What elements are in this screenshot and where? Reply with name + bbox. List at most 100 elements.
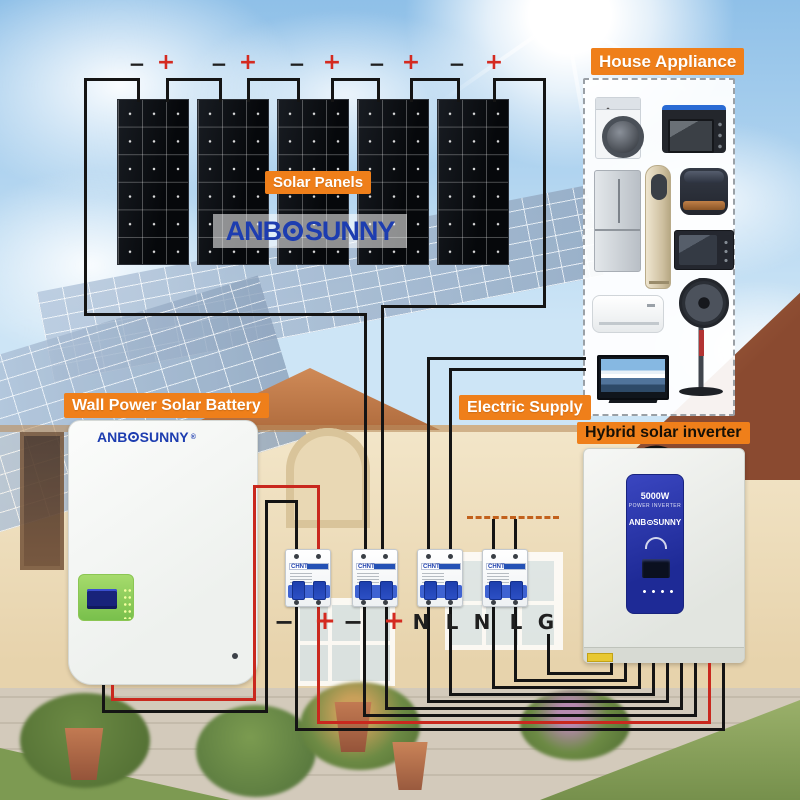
pv-positive-wire [543, 78, 546, 308]
pv-wire [166, 78, 169, 102]
load-wire [427, 357, 586, 360]
battery-positive-wire [253, 485, 256, 701]
load-wire [427, 700, 669, 703]
window-dark [20, 432, 64, 570]
battery-positive-wire [253, 485, 320, 488]
load-wire [449, 368, 452, 552]
pv-bridge-wire [247, 78, 300, 81]
breaker-switch[interactable] [380, 581, 393, 600]
pv-wire [297, 78, 300, 102]
pv-positive-wire [385, 707, 683, 710]
panel-terminal-sign: + [401, 50, 421, 75]
grid-wire [638, 663, 641, 689]
battery-positive-wire [111, 685, 114, 701]
pv-negative-wire [84, 78, 87, 316]
washing-machine-icon [595, 97, 644, 159]
breaker-terminal-sign: − [273, 608, 295, 636]
breaker-switch[interactable] [445, 581, 458, 600]
registered-mark: ® [190, 433, 196, 441]
pv-positive-wire [680, 663, 683, 710]
battery-positive-wire [317, 607, 320, 724]
breaker-switch[interactable] [359, 581, 372, 600]
television-icon [597, 355, 669, 400]
grid-wire [514, 519, 517, 552]
eave-shadow [0, 425, 620, 432]
brand-suffix: SUNNY [304, 215, 396, 246]
toaster-oven-icon [662, 105, 726, 153]
inverter-buttons[interactable] [640, 589, 674, 594]
panel-terminal-sign: − [128, 52, 146, 76]
panel-terminal-sign: + [156, 50, 176, 75]
inverter-warning-sticker [587, 653, 613, 662]
load-wire [427, 607, 430, 703]
circuit-breaker: CHNT [417, 549, 463, 607]
breaker-terminal-sign: + [383, 606, 405, 636]
pv-wire [247, 78, 250, 102]
grid-dashed-wire [467, 516, 559, 519]
load-wire [666, 663, 669, 703]
grid-wire [492, 686, 641, 689]
flower-pot [392, 742, 428, 790]
pv-negative-wire [694, 663, 697, 717]
grid-wire [492, 519, 495, 552]
inverter-vent-base [584, 647, 744, 663]
panel-terminal-sign: + [238, 50, 258, 75]
panel-terminal-sign: − [210, 52, 228, 76]
battery-negative-wire [265, 500, 298, 503]
pv-wire [219, 78, 222, 102]
wall-air-conditioner-icon [592, 295, 664, 333]
pv-bridge-wire [410, 78, 460, 81]
battery-lcd-screen [87, 589, 117, 609]
ground-wire [547, 672, 613, 675]
pv-positive-wire [381, 305, 546, 308]
load-wire [449, 607, 452, 696]
load-wire [652, 663, 655, 696]
pv-negative-wire [363, 607, 366, 717]
inverter-gauge-icon [645, 537, 667, 549]
battery-led-indicators [123, 587, 132, 619]
battery-negative-wire [102, 710, 268, 713]
pv-wire [493, 78, 496, 102]
arch-doorway [286, 428, 370, 528]
ground-wire [610, 663, 613, 675]
pv-positive-wire [385, 607, 388, 710]
breaker-terminal-sign: L [509, 610, 523, 634]
grid-wire [514, 679, 627, 682]
flower-pot [64, 728, 104, 780]
battery-control-panel [78, 574, 134, 621]
breaker-switch[interactable] [510, 581, 523, 600]
load-wire [449, 368, 586, 371]
circuit-breaker: CHNT [352, 549, 398, 607]
breaker-switch[interactable] [313, 581, 326, 600]
pv-wire [457, 78, 460, 102]
breaker-switch[interactable] [424, 581, 437, 600]
pv-negative-wire [364, 313, 367, 552]
load-wire [427, 357, 430, 552]
battery-negative-wire [265, 500, 268, 713]
breaker-switch[interactable] [292, 581, 305, 600]
grid-wire [624, 663, 627, 682]
stand-fan-icon [672, 278, 730, 396]
solar-panels-label: Solar Panels [265, 171, 372, 194]
panel-terminal-sign: − [288, 52, 306, 76]
brand-sun-icon [128, 431, 139, 443]
breaker-terminal-sign: N [412, 610, 430, 634]
pv-wire [377, 78, 380, 102]
refrigerator-icon [594, 170, 641, 272]
panel-terminal-sign: − [368, 52, 386, 76]
solar-panel [117, 99, 189, 265]
breaker-switch[interactable] [489, 581, 502, 600]
circuit-breaker: CHNT [482, 549, 528, 607]
battery-positive-wire [111, 698, 256, 701]
pv-negative-wire [84, 313, 367, 316]
brand-sun-icon [646, 519, 653, 526]
pv-wire [331, 78, 334, 102]
solar-panel [437, 99, 509, 265]
pv-wire [137, 78, 140, 102]
